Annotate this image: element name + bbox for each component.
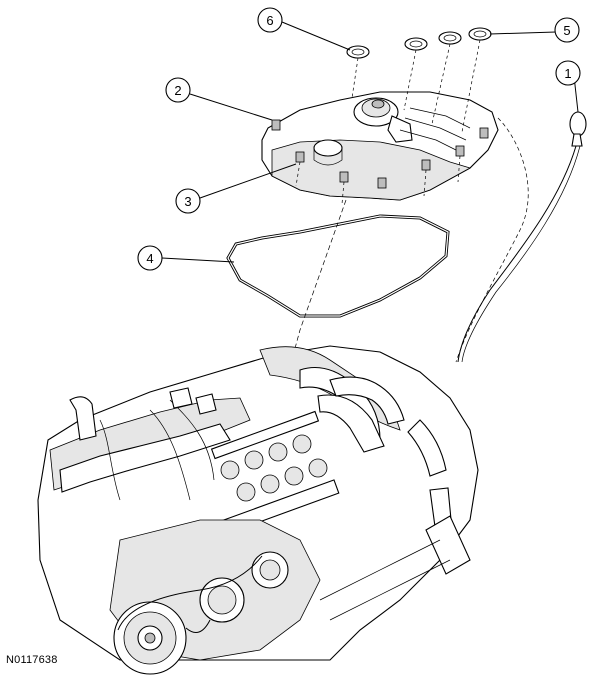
- callout-5-label: 5: [563, 23, 570, 38]
- figure-reference-code: N0117638: [6, 654, 58, 666]
- crankshaft-pulley: [113, 601, 187, 675]
- callout-6: 6: [257, 7, 283, 33]
- callout-2: 2: [165, 77, 191, 103]
- spark-plug-tube-seals: [346, 27, 492, 133]
- engine-assembly: [37, 345, 479, 675]
- callout-5: 5: [554, 17, 580, 43]
- callout-leaders: [161, 21, 579, 263]
- callout-1: 1: [555, 60, 581, 86]
- accessory-drive: [185, 551, 289, 633]
- callout-2-label: 2: [174, 83, 181, 98]
- valve-cover: [261, 91, 499, 205]
- callout-1-label: 1: [564, 66, 571, 81]
- callout-6-label: 6: [266, 13, 273, 28]
- callout-4: 4: [137, 245, 163, 271]
- callout-3-label: 3: [184, 194, 191, 209]
- oil-level-dipstick: [455, 111, 587, 363]
- callout-3: 3: [175, 188, 201, 214]
- callout-4-label: 4: [146, 251, 153, 266]
- valve-cover-gasket: [226, 214, 450, 318]
